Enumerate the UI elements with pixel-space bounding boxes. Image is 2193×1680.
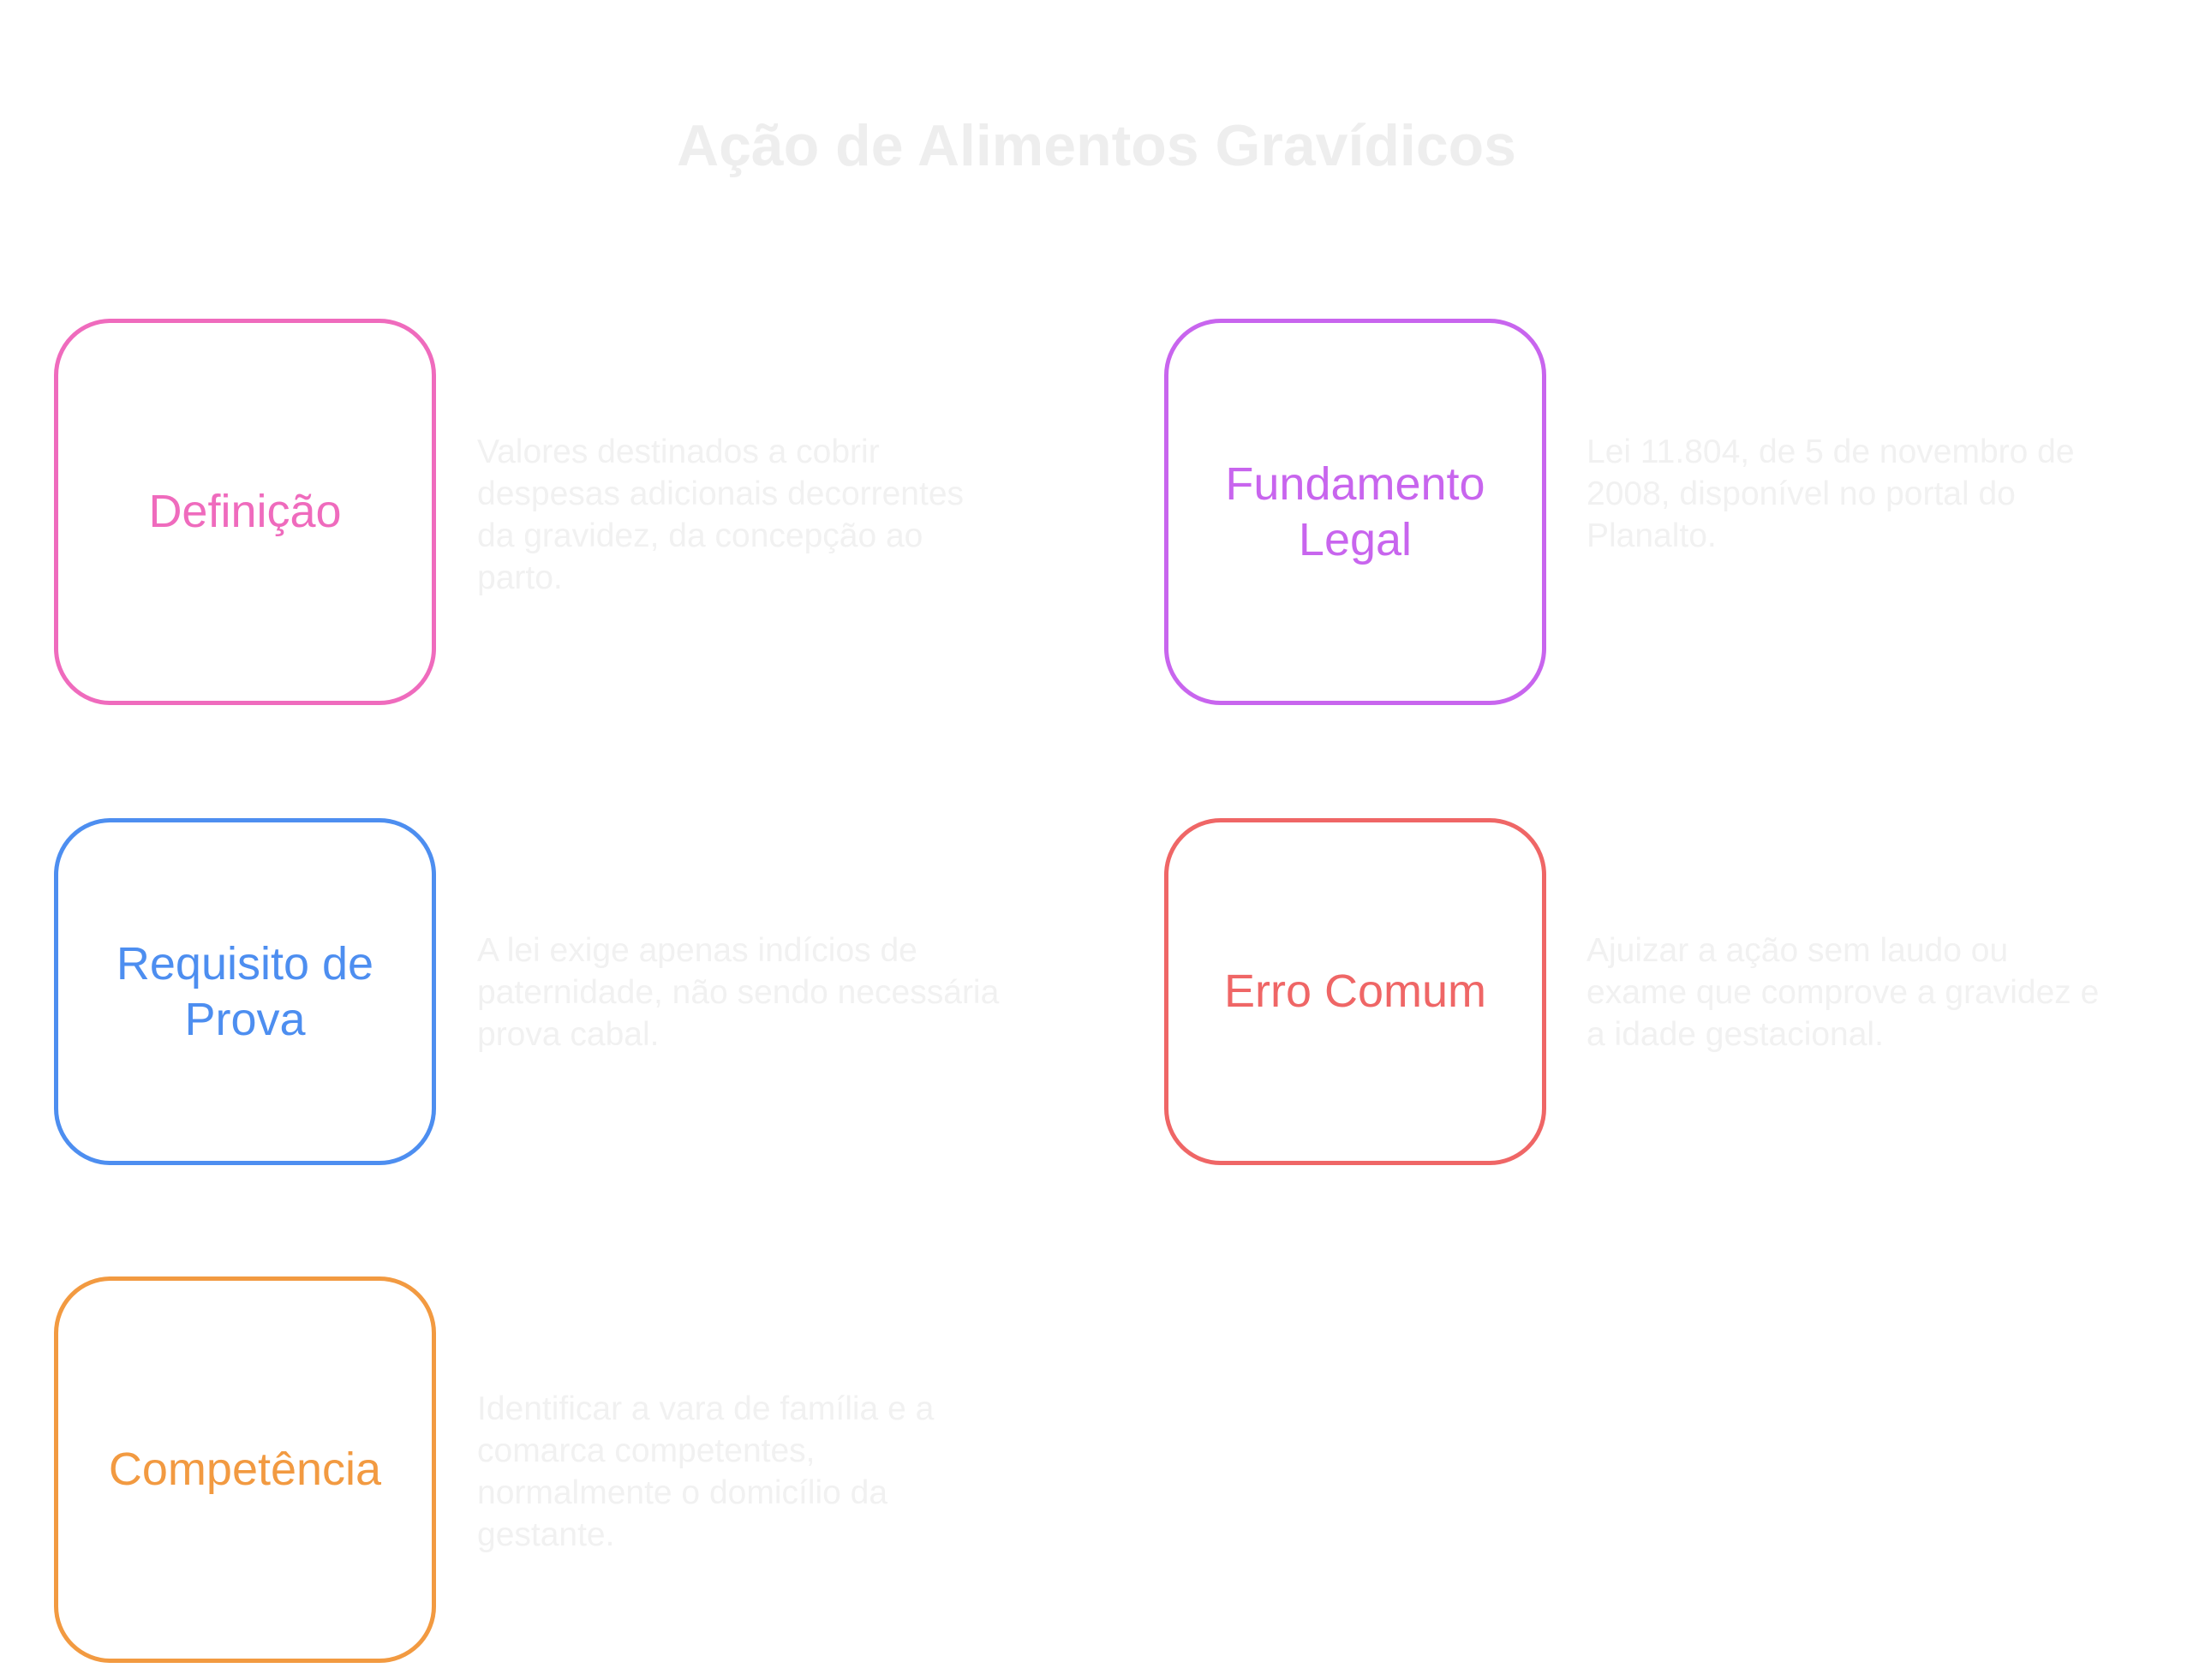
card-definicao-label: Definição xyxy=(148,486,342,537)
card-erro-comum-label: Erro Comum xyxy=(1223,966,1487,1017)
card-competencia: Competência xyxy=(54,1276,436,1663)
card-requisito-de-prova-description: A lei exige apenas indícios de paternida… xyxy=(477,932,1000,1053)
card-definicao-description: Valores destinados a cobrir despesas adi… xyxy=(477,433,965,596)
card-fundamento-legal-label: Fundamento Legal xyxy=(1225,457,1485,565)
card-competencia-label: Competência xyxy=(108,1444,382,1495)
diagram-title: Ação de Alimentos Gravídicos xyxy=(677,113,1516,178)
card-fundamento-legal-description: Lei 11.804, de 5 de novembro de 2008, di… xyxy=(1586,433,2075,554)
card-requisito-de-prova-label: Requisito de Prova xyxy=(116,937,374,1045)
card-fundamento-legal: Fundamento Legal xyxy=(1164,319,1546,705)
card-requisito-de-prova: Requisito de Prova xyxy=(54,818,436,1165)
card-erro-comum: Erro Comum xyxy=(1164,818,1546,1165)
card-competencia-description: Identificar a vara de família e a comarc… xyxy=(477,1390,935,1553)
card-definicao: Definição xyxy=(54,319,436,705)
card-erro-comum-description: Ajuizar a ação sem laudo ou exame que co… xyxy=(1586,932,2100,1053)
